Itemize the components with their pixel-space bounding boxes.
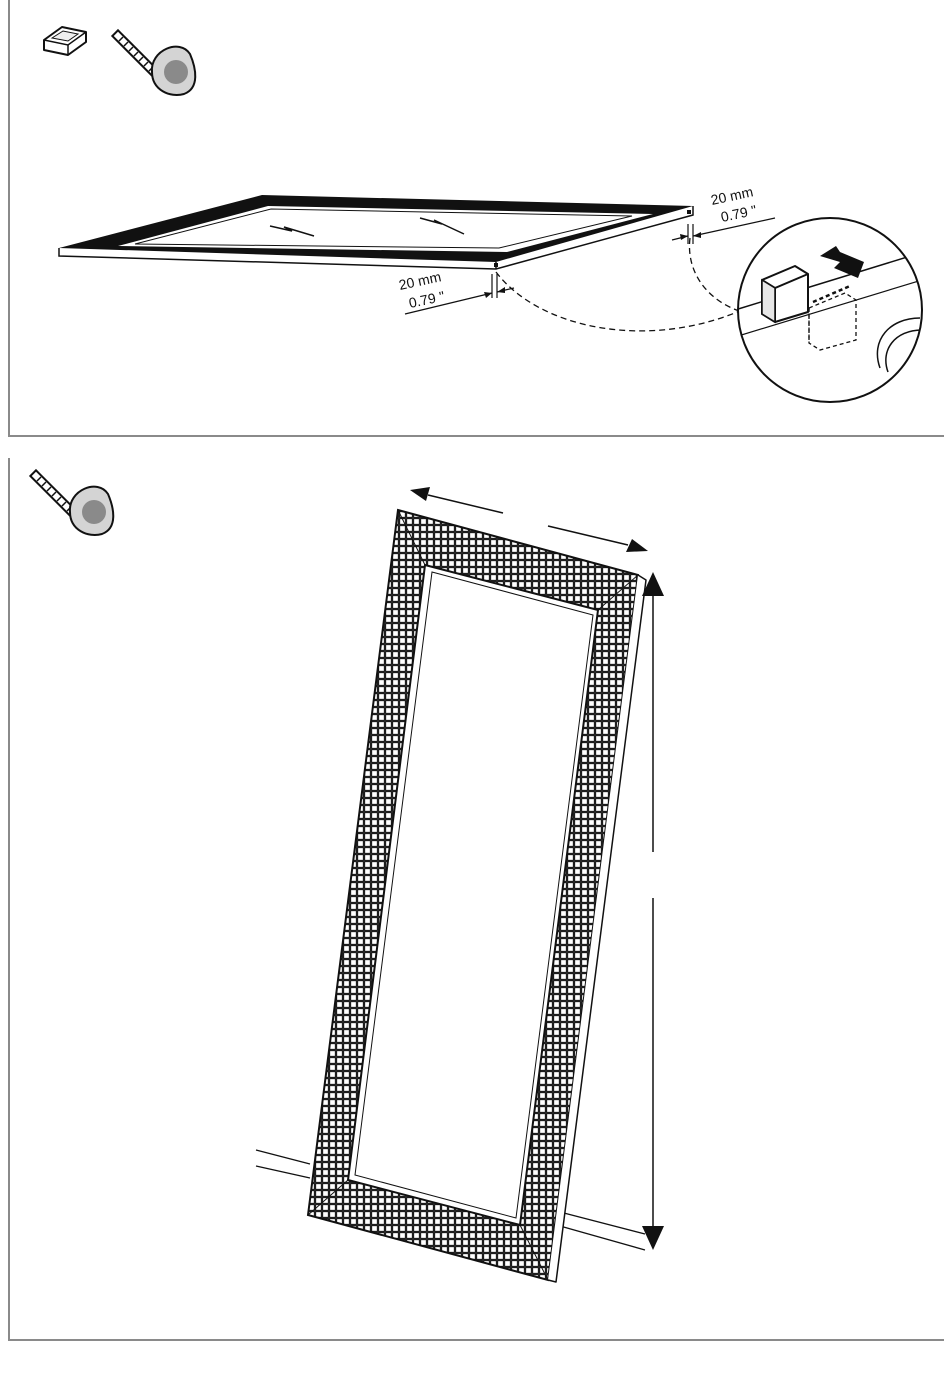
detail-callout-leader <box>689 238 742 312</box>
mirror-frame-standing <box>308 510 646 1282</box>
tape-measure-icon <box>36 476 113 535</box>
felt-pad-position <box>494 263 498 267</box>
step-1-panel: 20 mm 0.79 " 20 mm 0.79 " <box>9 0 944 436</box>
felt-pad-position <box>687 210 691 214</box>
dimension-imperial-label: 0.79 " <box>407 288 446 311</box>
tape-measure-icon <box>118 36 195 95</box>
floor-line <box>560 1212 645 1250</box>
detail-callout-leader <box>496 272 742 331</box>
mirror-frame-flat <box>59 195 693 269</box>
felt-pad-icon <box>44 27 86 55</box>
dimension-front-corner: 20 mm 0.79 " <box>397 268 514 314</box>
floor-line <box>256 1150 310 1178</box>
detail-zoom-circle <box>735 218 935 402</box>
height-dimension-arrow <box>642 572 664 1250</box>
step-2-panel <box>9 458 944 1340</box>
